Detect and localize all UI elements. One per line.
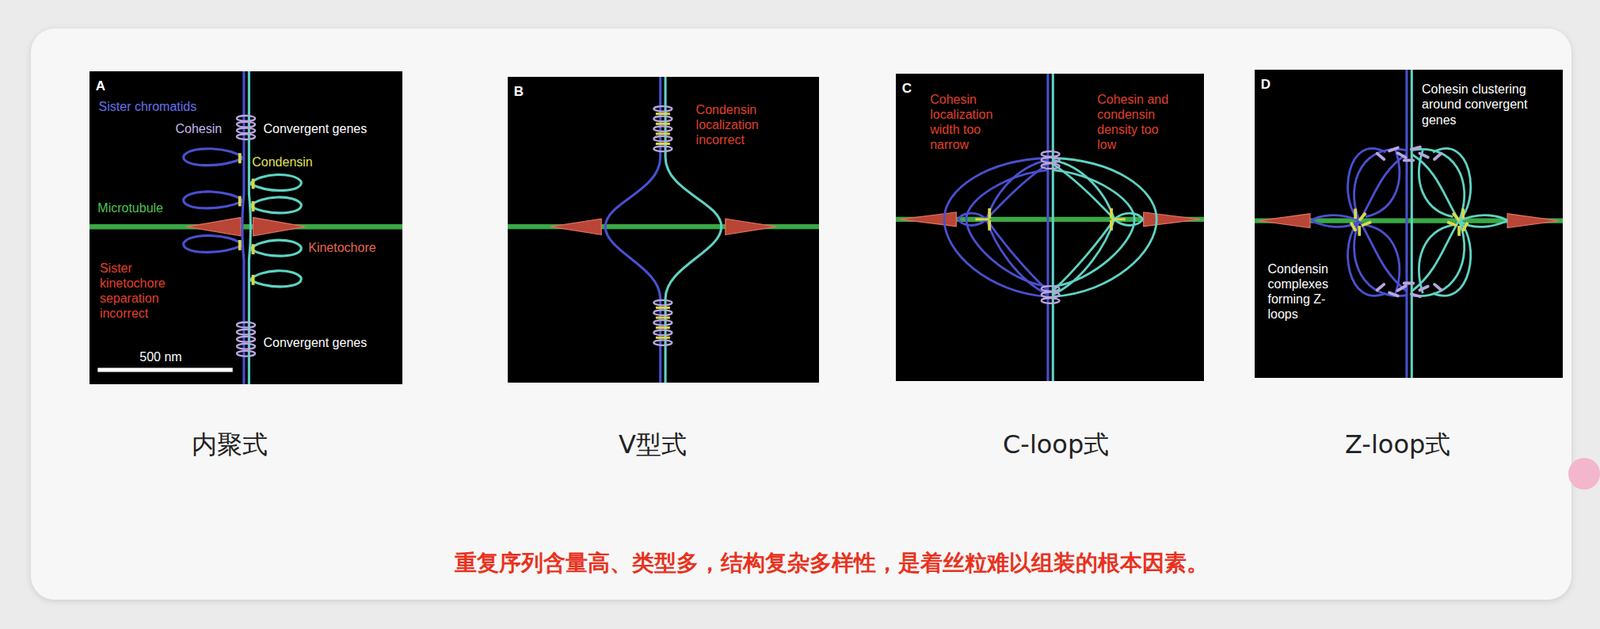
panel-letter: A <box>95 78 106 95</box>
panel-caption: 内聚式 <box>191 427 268 463</box>
text-label: Cohesin localization width too narrow <box>929 91 1006 153</box>
text-label: Sister kinetochore separation incorrect <box>99 260 180 322</box>
panel-letter: C <box>902 80 912 97</box>
text-label: Kinetochore <box>308 240 376 256</box>
text-label: Microtubule <box>97 200 164 216</box>
panel-caption: Z-loop式 <box>1344 427 1451 463</box>
v-shape-illustration <box>507 76 820 383</box>
figure-panel: B Condensin localization incorrect <box>507 76 820 383</box>
text-label: Cohesin <box>175 121 222 137</box>
text-label: Condensin <box>251 154 313 170</box>
slide-caption: 重复序列含量高、类型多，结构复杂多样性，是着丝粒难以组装的根本因素。 <box>454 548 1209 579</box>
panel-caption: V型式 <box>618 427 687 463</box>
panel-caption: C-loop式 <box>1002 427 1109 463</box>
figure-panel: D Cohesin clustering around convergent ge… <box>1254 69 1563 378</box>
text-label: Sister chromatids <box>99 99 198 115</box>
text-label: Cohesin clustering around convergent gen… <box>1421 81 1541 128</box>
text-label: Condensin complexes forming Z-loops <box>1268 261 1336 323</box>
edge-dot <box>1552 451 1600 500</box>
text-label: Cohesin and condensin density too low <box>1097 91 1170 153</box>
figure-panel: C Cohesin localization width too narrow Co… <box>895 73 1204 381</box>
panel-letter: D <box>1260 76 1271 93</box>
z-loop-illustration <box>1254 69 1563 378</box>
figure-panel: ASister chromatidsCohesinConvergent gene… <box>89 71 403 385</box>
text-label: Convergent genes <box>262 335 367 351</box>
text-label: Convergent genes <box>262 121 367 137</box>
text-label: Condensin localization incorrect <box>696 102 776 149</box>
text-label: 500 nm <box>139 349 182 365</box>
panel-letter: B <box>514 83 524 100</box>
